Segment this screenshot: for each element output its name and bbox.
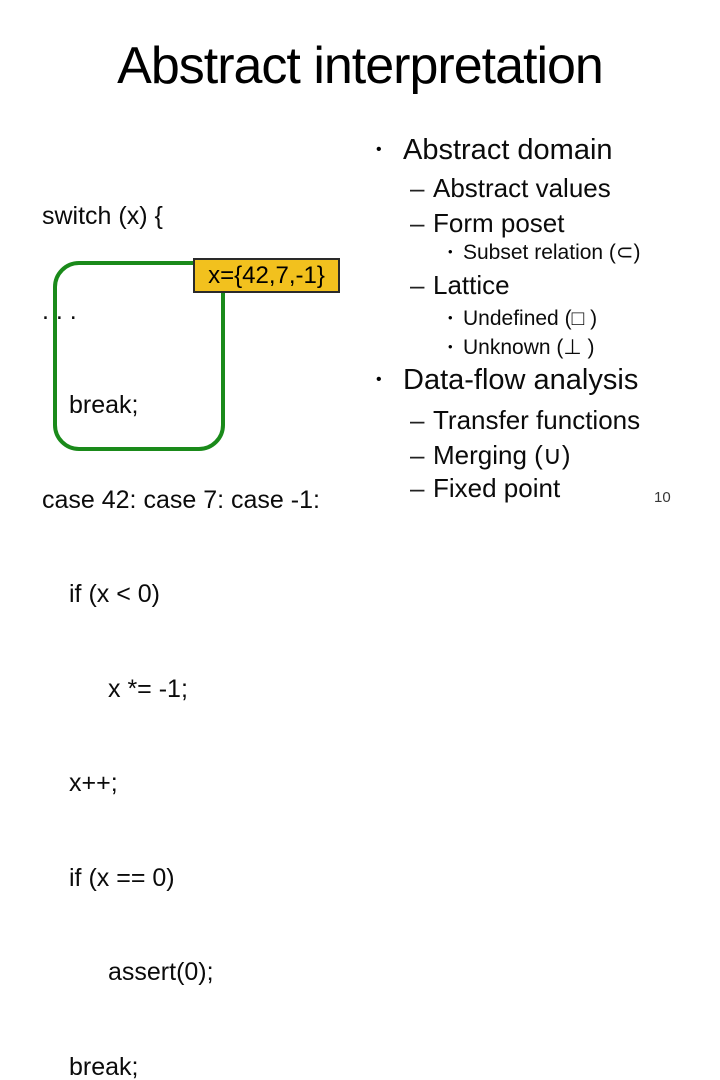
bullet-item-abstract-domain: • Abstract domain bbox=[376, 133, 613, 172]
annotation-label: x={42,7,-1} bbox=[208, 262, 325, 290]
bullet-item-lattice: – Lattice bbox=[410, 270, 510, 301]
dash-icon: – bbox=[410, 405, 433, 436]
bullet-item-transfer-functions: – Transfer functions bbox=[410, 405, 640, 436]
code-line: if (x < 0) bbox=[42, 579, 320, 611]
code-line: switch (x) { bbox=[42, 201, 320, 233]
bullet-item-unknown: • Unknown (⊥ ) bbox=[448, 335, 595, 362]
bullet-text: Lattice bbox=[433, 270, 510, 301]
code-line: x++; bbox=[42, 768, 320, 800]
annotation-box: x={42,7,-1} bbox=[193, 258, 340, 293]
dash-icon: – bbox=[410, 473, 433, 504]
code-line: if (x == 0) bbox=[42, 863, 320, 895]
bullet-text: Form poset bbox=[433, 208, 565, 239]
bullet-dot-icon: • bbox=[376, 133, 403, 167]
bullet-text: Fixed point bbox=[433, 473, 560, 504]
bullet-text: Unknown (⊥ ) bbox=[463, 335, 595, 360]
code-line: case 42: case 7: case -1: bbox=[42, 485, 320, 517]
bullet-text: Abstract values bbox=[433, 173, 611, 204]
bullet-item-merging: – Merging (∪) bbox=[410, 440, 571, 471]
bullet-text: Merging (∪) bbox=[433, 440, 571, 471]
bullet-text: Abstract domain bbox=[403, 133, 613, 167]
slide: Abstract interpretation switch (x) { . .… bbox=[0, 0, 720, 540]
bullet-text: Undefined (□ ) bbox=[463, 306, 597, 331]
code-line: break; bbox=[42, 1052, 320, 1080]
bullet-text: Data-flow analysis bbox=[403, 363, 638, 397]
dash-icon: – bbox=[410, 270, 433, 301]
page-number: 10 bbox=[654, 489, 671, 506]
code-line: assert(0); bbox=[42, 957, 320, 989]
bullet-item-fixed-point: – Fixed point bbox=[410, 473, 560, 504]
dash-icon: – bbox=[410, 208, 433, 239]
bullet-dot-icon: • bbox=[448, 334, 463, 359]
dash-icon: – bbox=[410, 440, 433, 471]
bullet-item-abstract-values: – Abstract values bbox=[410, 173, 611, 204]
bullet-dot-icon: • bbox=[376, 363, 403, 397]
bullet-item-form-poset: – Form poset bbox=[410, 208, 565, 239]
code-line: x *= -1; bbox=[42, 674, 320, 706]
bullet-item-data-flow-analysis: • Data-flow analysis bbox=[376, 363, 638, 402]
bullet-item-undefined: • Undefined (□ ) bbox=[448, 306, 597, 333]
bullet-dot-icon: • bbox=[448, 239, 463, 264]
bullet-item-subset-relation: • Subset relation (⊂) bbox=[448, 240, 641, 267]
slide-title: Abstract interpretation bbox=[0, 36, 720, 96]
bullet-dot-icon: • bbox=[448, 305, 463, 330]
dash-icon: – bbox=[410, 173, 433, 204]
bullet-text: Transfer functions bbox=[433, 405, 640, 436]
bullet-text: Subset relation (⊂) bbox=[463, 240, 641, 265]
